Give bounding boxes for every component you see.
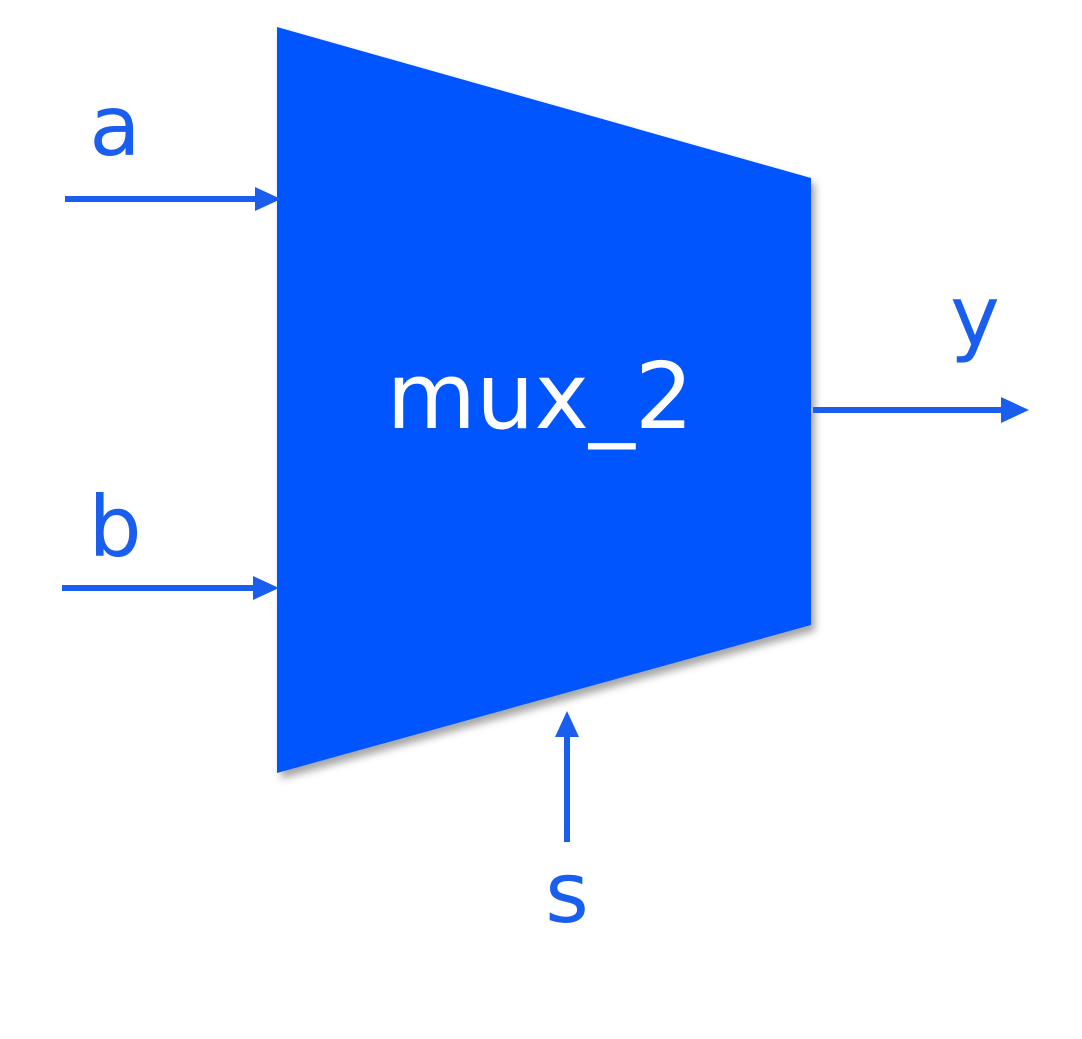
mux-block-label: mux_2 <box>387 343 694 450</box>
input-a-wire <box>65 187 281 211</box>
select-s-wire <box>555 711 579 842</box>
select-s-label: s <box>545 844 589 942</box>
input-a-label: a <box>89 77 140 175</box>
mux-block <box>277 27 811 773</box>
input-b-wire <box>62 576 279 600</box>
input-b-label: b <box>88 478 141 576</box>
output-y-label: y <box>950 267 1000 365</box>
output-y-wire <box>813 397 1029 423</box>
